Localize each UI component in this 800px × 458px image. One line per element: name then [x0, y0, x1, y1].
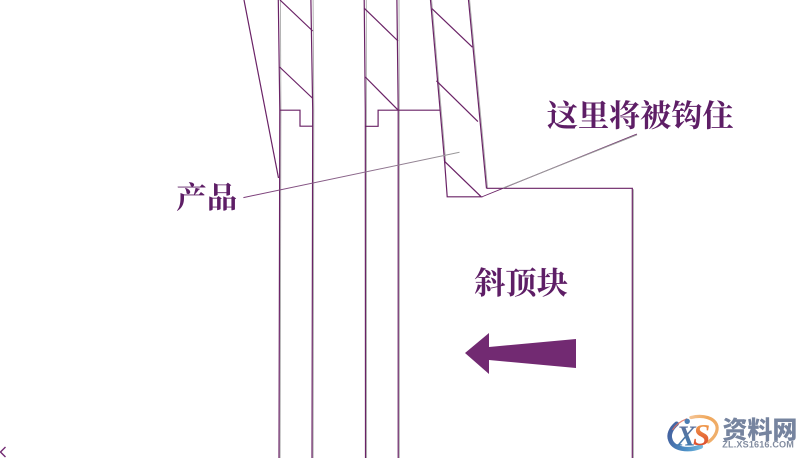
svg-text:X: X	[676, 421, 697, 453]
svg-text:S: S	[693, 417, 710, 452]
svg-text:ZL.XS1616.COM: ZL.XS1616.COM	[722, 440, 794, 450]
